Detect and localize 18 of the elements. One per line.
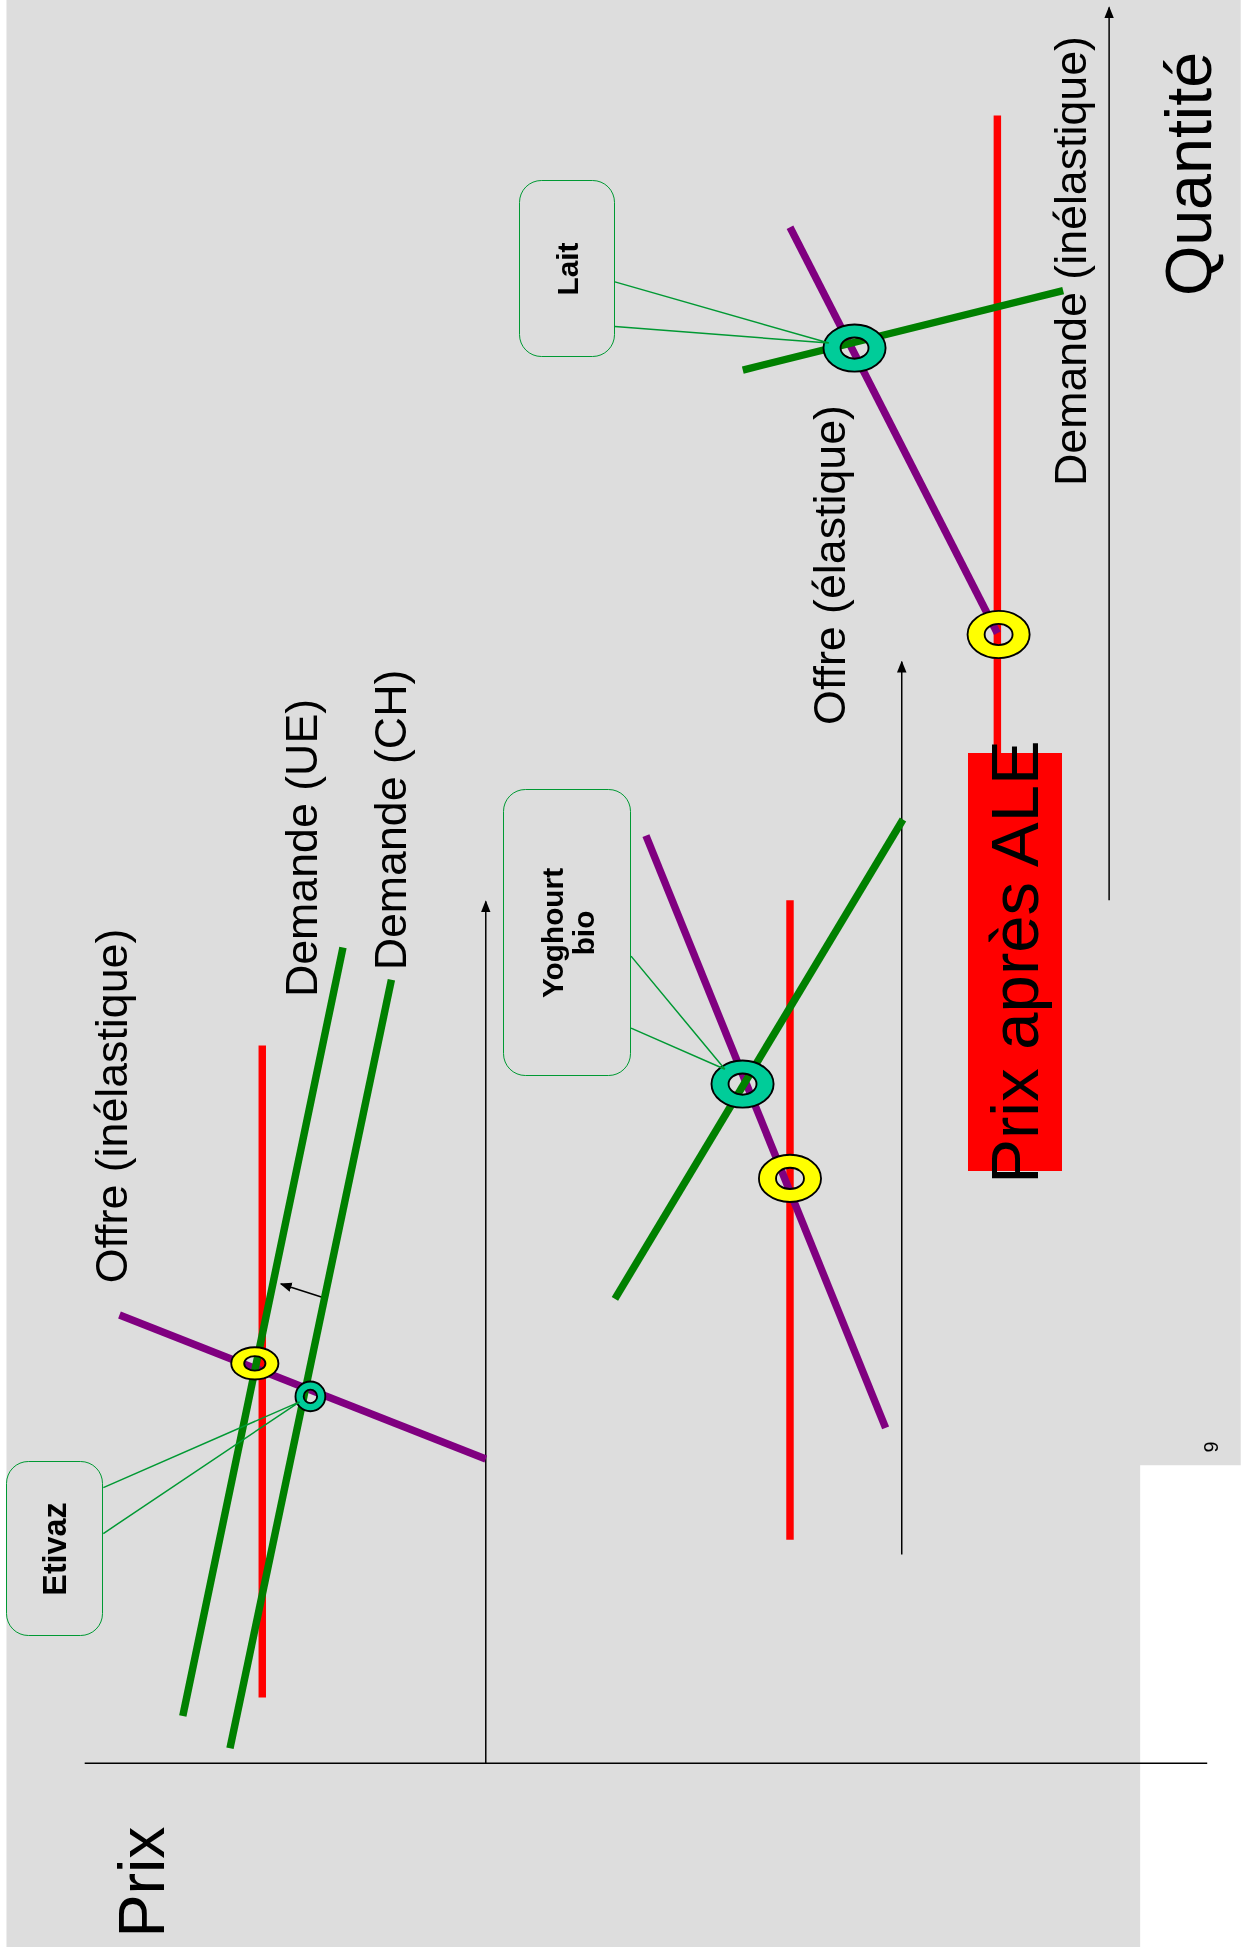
curve-label: Offre (élastique) (806, 405, 854, 726)
callout-text: Yoghourt bio (536, 867, 600, 1001)
curve-label: Demande (inélastique) (1047, 35, 1095, 486)
axis-label: Quantité (1156, 51, 1224, 296)
axis-label: Prix (108, 1826, 177, 1938)
callout-text: Etivaz (38, 1501, 73, 1599)
callout-box (503, 788, 632, 1076)
curve-label: Demande (CH) (367, 669, 415, 971)
callout-box (6, 1460, 104, 1636)
leader-line (102, 1401, 301, 1535)
callout-box (519, 180, 615, 357)
page-number: 9 (1200, 1441, 1222, 1453)
banner-text: Prix après ALE (979, 740, 1051, 1184)
leader-line (630, 955, 726, 1071)
curve-label: Demande (UE) (278, 699, 326, 998)
leader-line (614, 281, 830, 344)
callout-text: Lait (552, 241, 584, 298)
curve-label: Offre (inélastique) (88, 928, 136, 1283)
